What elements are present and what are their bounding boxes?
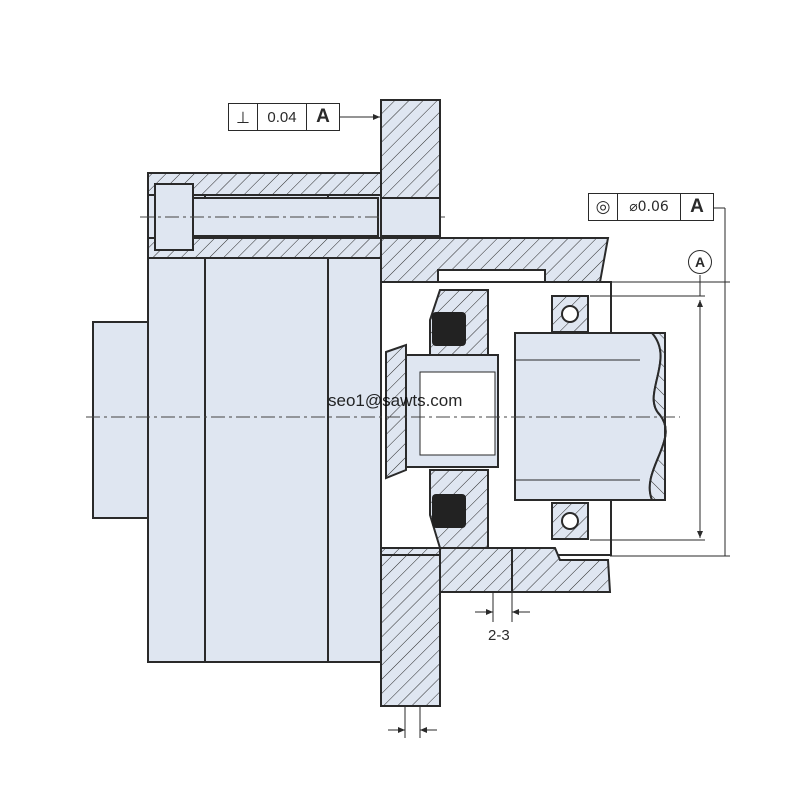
upper-seal xyxy=(432,312,466,346)
shaft-break xyxy=(648,332,667,501)
upper-bearing xyxy=(551,295,589,333)
perpendicularity-tolerance: 0.04 xyxy=(258,104,307,130)
datum-a-marker: A xyxy=(688,250,712,274)
perpendicularity-datum: A xyxy=(316,106,330,127)
lower-bearing-ball xyxy=(561,512,579,530)
watermark: seo1@sawts.com xyxy=(328,391,463,410)
concentricity-symbol: ◎ xyxy=(589,194,618,220)
flange-bolt-hole xyxy=(380,197,441,237)
coupling-inner xyxy=(419,371,496,456)
housing-top xyxy=(380,237,610,283)
housing-lower-ring xyxy=(439,547,513,593)
input-hub xyxy=(385,343,407,480)
concentricity-tolerance: ⌀0.06 xyxy=(618,194,681,220)
gap-dimension-label: 2-3 xyxy=(488,627,510,644)
concentricity-frame: ◎ ⌀0.06 A xyxy=(588,193,714,221)
perpendicularity-symbol: ⊥ xyxy=(229,104,258,130)
datum-a-label: A xyxy=(694,254,706,270)
concentricity-datum: A xyxy=(690,196,704,217)
motor-pilot xyxy=(92,321,149,519)
mounting-flange-lower xyxy=(380,547,441,707)
upper-bearing-ball xyxy=(561,305,579,323)
perpendicularity-frame: ⊥ 0.04 A xyxy=(228,103,340,131)
lower-seal xyxy=(432,494,466,528)
